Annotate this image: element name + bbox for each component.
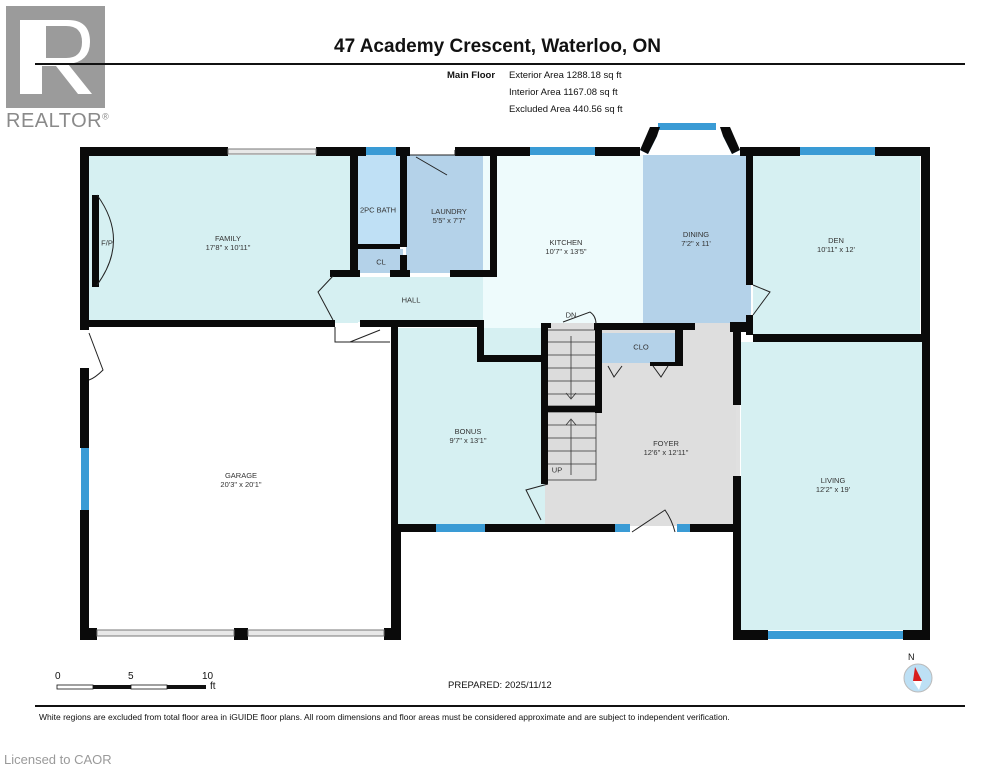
room-clo: [602, 333, 682, 363]
floor-label: Main Floor: [447, 70, 496, 81]
room-label-cl: CL: [376, 257, 386, 267]
room-label-bath: 2PC BATH: [359, 205, 397, 215]
room-cl: [358, 249, 403, 273]
compass-north-label: N: [908, 652, 915, 662]
room-label-fireplace: F/P: [101, 238, 113, 248]
exterior-area: Exterior Area 1288.18 sq ft: [509, 70, 622, 81]
scale-tick-5: 5: [128, 671, 134, 682]
room-dining: [643, 155, 751, 323]
walls: [80, 147, 930, 640]
compass-icon: [903, 663, 933, 693]
footer-divider: [35, 705, 965, 707]
scale-tick-10: 10: [202, 671, 214, 682]
disclaimer: White regions are excluded from total fl…: [39, 712, 730, 722]
stairs: [545, 329, 597, 481]
garage-door: [96, 148, 385, 637]
room-family: [88, 155, 358, 323]
excluded-area: Excluded Area 440.56 sq ft: [509, 104, 623, 115]
room-laundry: [406, 155, 494, 273]
door-swings: [88, 150, 771, 533]
prepared-date: PREPARED: 2025/11/12: [448, 680, 552, 691]
page-title: 47 Academy Crescent, Waterloo, ON: [334, 36, 661, 57]
room-garage: [88, 327, 393, 630]
room-label-clo: CLO: [633, 342, 649, 352]
license-text: Licensed to CAOR: [4, 752, 112, 767]
realtor-logo: [6, 6, 105, 108]
room-den: [753, 155, 920, 336]
title-divider: [35, 63, 965, 65]
realtor-r-icon: [20, 20, 92, 94]
room-label-hall: HALL: [401, 295, 421, 305]
room-hall: [333, 277, 483, 322]
room-bath: [358, 155, 406, 245]
scale-unit: ft: [210, 681, 216, 692]
realtor-wordmark: REALTOR®: [6, 110, 110, 132]
scale-bar: [56, 684, 206, 690]
scale-tick-0: 0: [55, 671, 61, 682]
stairs-down-label: DN: [565, 310, 577, 320]
room-living: [741, 342, 923, 630]
stairs-up-label: UP: [551, 465, 563, 475]
interior-area: Interior Area 1167.08 sq ft: [509, 87, 618, 98]
